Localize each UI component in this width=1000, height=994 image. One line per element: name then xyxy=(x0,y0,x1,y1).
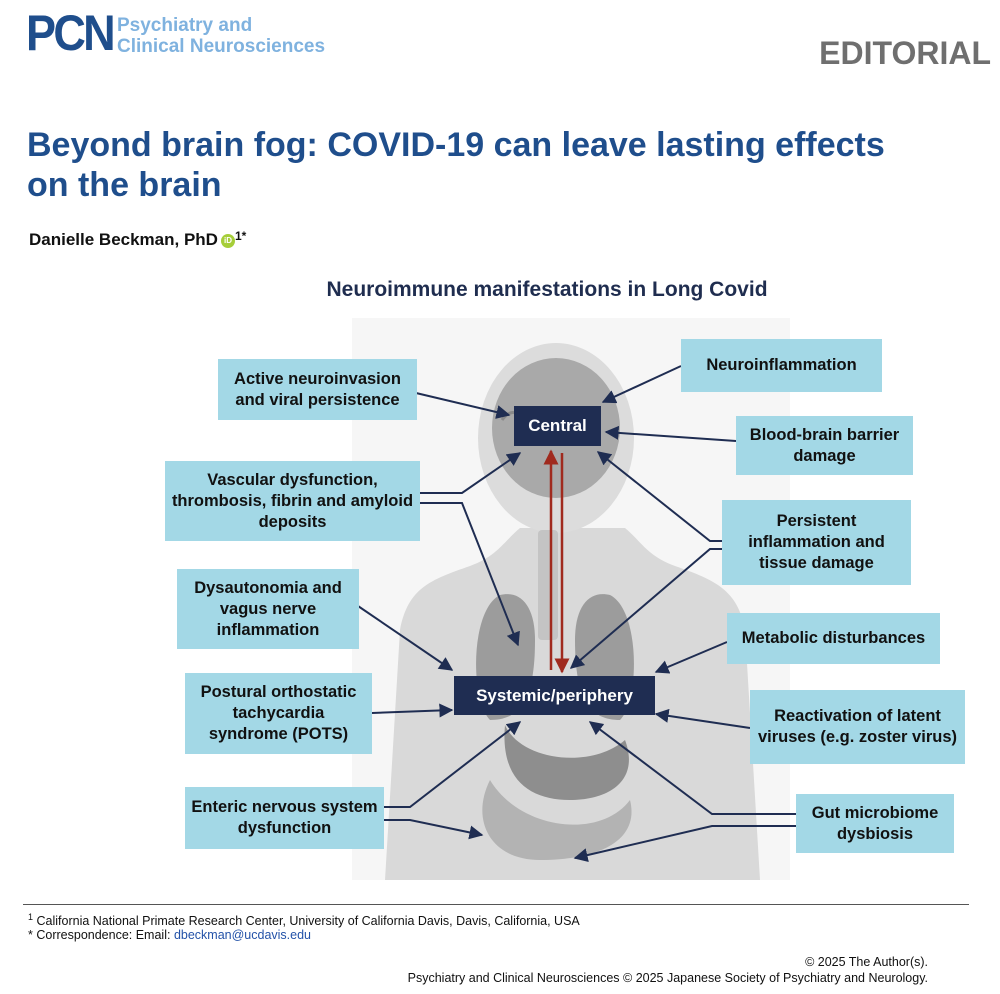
author-name: Danielle Beckman, PhD xyxy=(29,230,218,249)
footnote-divider xyxy=(23,904,969,905)
label-pots: Postural orthostatic tachycardia syndrom… xyxy=(185,673,372,754)
label-metabolic-disturbances: Metabolic disturbances xyxy=(727,613,940,664)
label-active-neuroinvasion: Active neuroinvasion and viral persisten… xyxy=(218,359,417,420)
label-vascular-dysfunction: Vascular dysfunction, thrombosis, fibrin… xyxy=(165,461,420,541)
orcid-icon[interactable]: iD xyxy=(220,234,235,248)
affiliation-mark: 1 xyxy=(28,912,34,922)
affiliation-footnote: 1 California National Primate Research C… xyxy=(28,912,580,928)
correspondence-mark: * xyxy=(28,928,33,942)
article-title: Beyond brain fog: COVID-19 can leave las… xyxy=(27,126,885,204)
systemic-periphery-hub: Systemic/periphery xyxy=(454,676,655,715)
journal-logo-abbr: PCN xyxy=(26,5,116,61)
correspondence-prefix: Correspondence: Email: xyxy=(36,928,174,942)
label-neuroinflammation: Neuroinflammation xyxy=(681,339,882,392)
label-persistent-inflammation: Persistent inflammation and tissue damag… xyxy=(722,500,911,585)
journal-logo-name: Psychiatry and Clinical Neurosciences xyxy=(117,15,325,57)
label-blood-brain-barrier: Blood-brain barrier damage xyxy=(736,416,913,475)
correspondence-email-link[interactable]: dbeckman@ucdavis.edu xyxy=(173,928,312,942)
copyright-authors: © 2025 The Author(s). xyxy=(805,955,928,969)
central-hub: Central xyxy=(514,406,601,446)
correspondence-footnote: * Correspondence: Email: dbeckman@ucdavi… xyxy=(28,928,311,942)
affiliation-text: California National Primate Research Cen… xyxy=(36,914,580,929)
human-body-illustration xyxy=(352,318,790,880)
journal-name-line1: Psychiatry and xyxy=(117,15,253,36)
copyright-journal: Psychiatry and Clinical Neurosciences © … xyxy=(407,971,928,985)
label-latent-virus-reactivation: Reactivation of latent viruses (e.g. zos… xyxy=(750,690,965,764)
label-enteric-nervous-system: Enteric nervous system dysfunction xyxy=(185,787,384,849)
connector-arrows xyxy=(357,365,796,862)
author-affiliation-marks: 1* xyxy=(234,229,247,243)
label-gut-microbiome-dysbiosis: Gut microbiome dysbiosis xyxy=(796,794,954,853)
article-type: EDITORIAL xyxy=(819,35,991,71)
journal-name-line2: Clinical Neurosciences xyxy=(117,36,326,57)
label-dysautonomia: Dysautonomia and vagus nerve inflammatio… xyxy=(177,569,359,649)
figure-title: Neuroimmune manifestations in Long Covid xyxy=(326,278,768,301)
